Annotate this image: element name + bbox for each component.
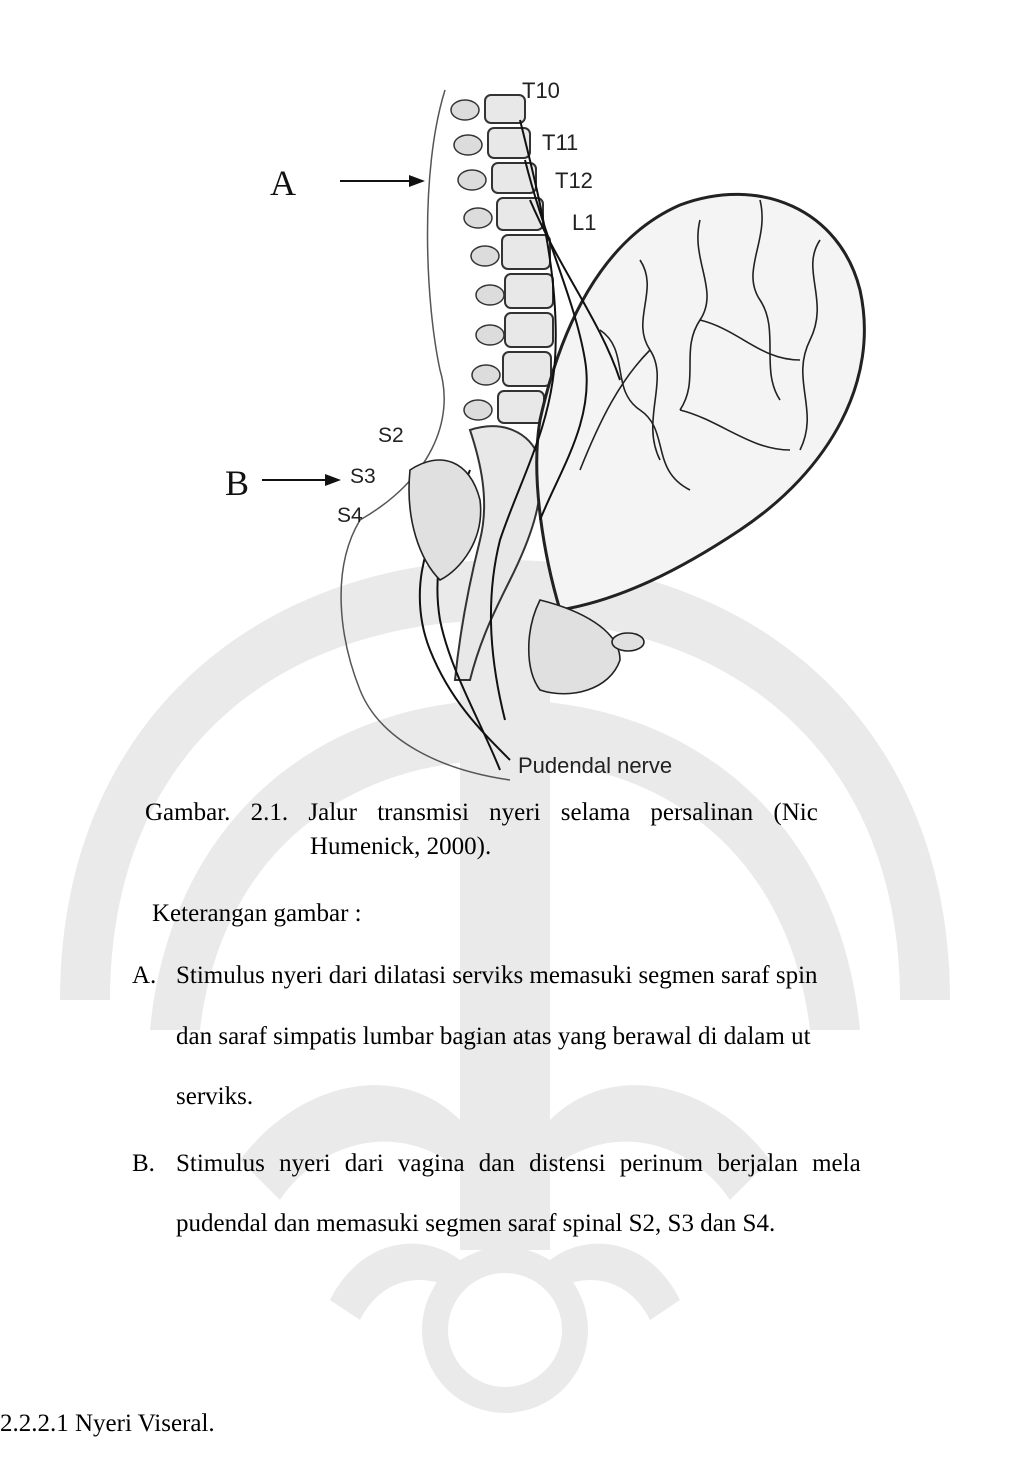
label-a: A bbox=[270, 163, 296, 203]
vertebra-label-l1: L1 bbox=[572, 210, 596, 235]
legend-item-a-line3: serviks. bbox=[176, 1083, 1009, 1111]
vertebra-label-t12: T12 bbox=[555, 168, 593, 193]
figure-caption-line2: Humenick, 2000). bbox=[310, 833, 491, 861]
label-b: B bbox=[225, 463, 249, 503]
legend-item-b-marker: B. bbox=[132, 1150, 155, 1178]
vertebra-label-t11: T11 bbox=[542, 130, 578, 155]
labor-pain-pathway-figure: A B T10 T11 T12 L1 S2 S3 S4 Pudendal ner… bbox=[0, 0, 1009, 790]
vertebra-label-t10: T10 bbox=[522, 78, 560, 103]
legend-title: Keterangan gambar : bbox=[152, 900, 362, 928]
section-heading: 2.2.2.1 Nyeri Viseral. bbox=[0, 1410, 215, 1438]
legend-item-a-line1: Stimulus nyeri dari dilatasi serviks mem… bbox=[176, 962, 1009, 990]
figure-caption: Gambar. 2.1. Jalur transmisi nyeri selam… bbox=[145, 795, 1009, 831]
legend-item-b-line2: pudendal dan memasuki segmen saraf spina… bbox=[176, 1210, 1009, 1238]
pudendal-nerve-label: Pudendal nerve bbox=[518, 753, 672, 778]
legend-item-a-line2: dan saraf simpatis lumbar bagian atas ya… bbox=[176, 1023, 1009, 1051]
sacral-label-s3: S3 bbox=[350, 465, 376, 488]
sacral-label-s2: S2 bbox=[378, 424, 404, 447]
legend-item-b-line1: Stimulus nyeri dari vagina dan distensi … bbox=[176, 1150, 1009, 1178]
legend-item-a-marker: A. bbox=[132, 962, 156, 990]
sacral-label-s4: S4 bbox=[337, 504, 363, 527]
